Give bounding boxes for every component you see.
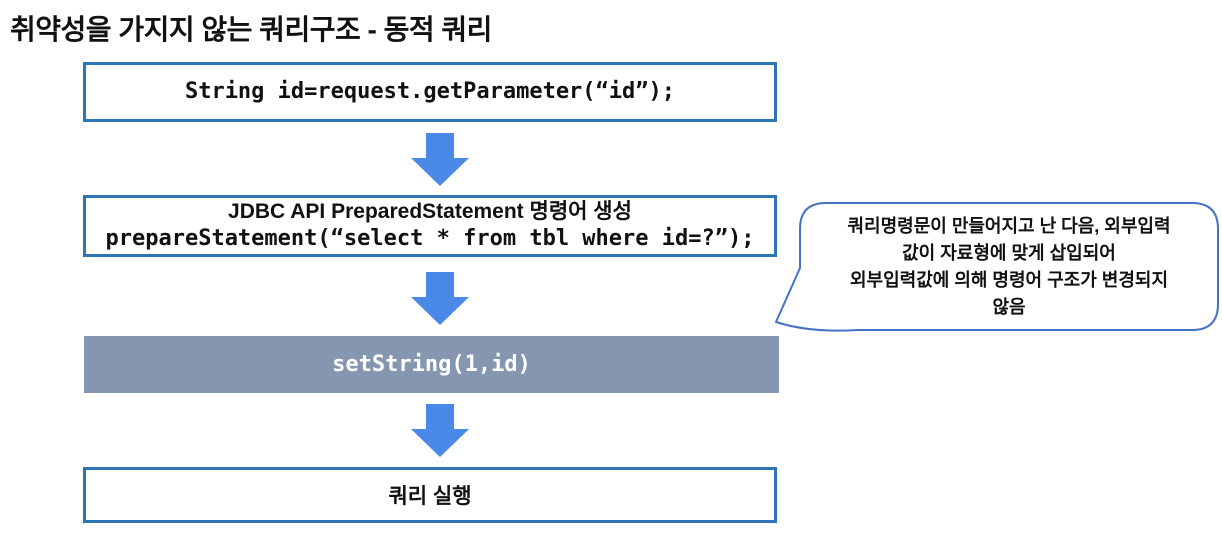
speech-bubble-shape	[775, 202, 1219, 332]
code-get-parameter: String id=request.getParameter(“id”);	[184, 79, 676, 105]
query-execute-label: 쿼리 실행	[388, 485, 472, 508]
callout-text: 쿼리명령문이 만들어지고 난 다음, 외부입력 값이 자료형에 맞게 삽입되어 …	[847, 215, 1171, 317]
flow-box-get-parameter: String id=request.getParameter(“id”);	[83, 62, 777, 122]
down-arrow-icon	[411, 404, 469, 457]
flow-box-query-execute: 쿼리 실행	[83, 467, 777, 523]
code-set-string: setString(1,id)	[332, 351, 531, 377]
callout-bubble: 쿼리명령문이 만들어지고 난 다음, 외부입력 값이 자료형에 맞게 삽입되어 …	[770, 195, 1222, 340]
flow-box-set-string: setString(1,id)	[84, 336, 779, 393]
page-title: 취약성을 가지지 않는 쿼리구조 - 동적 쿼리	[10, 14, 492, 45]
down-arrow-icon	[411, 272, 469, 325]
code-prepare-statement: prepareStatement(“select * from tbl wher…	[105, 226, 755, 252]
flow-box-prepared-statement: JDBC API PreparedStatement 명령어 생성 prepar…	[83, 195, 777, 257]
prepared-statement-heading: JDBC API PreparedStatement 명령어 생성	[228, 200, 632, 224]
down-arrow-icon	[411, 133, 469, 186]
